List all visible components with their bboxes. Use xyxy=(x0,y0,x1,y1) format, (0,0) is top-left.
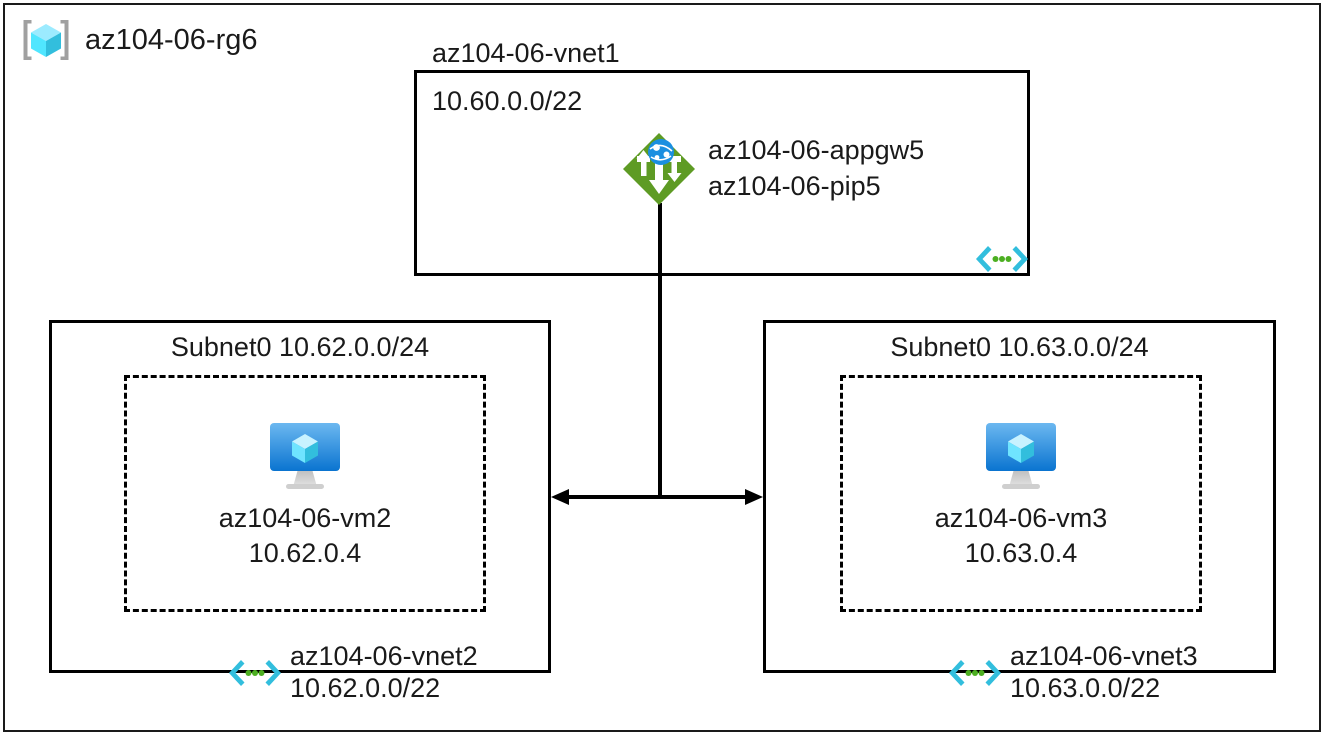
spoke-vnet3-cidr: 10.63.0.0/22 xyxy=(1010,672,1161,703)
virtual-machine-vm3[interactable]: az104-06-vm3 10.63.0.4 xyxy=(840,415,1202,570)
virtual-machine-icon xyxy=(270,423,340,489)
vm3-name: az104-06-vm3 xyxy=(934,503,1108,533)
peering-bidirectional-arrow xyxy=(551,489,763,505)
resource-group-header: az104-06-rg6 xyxy=(19,16,258,64)
vm3-ip: 10.63.0.4 xyxy=(964,537,1078,568)
spoke-vnet2-badge: az104-06-vnet2 10.62.0.0/22 xyxy=(290,641,478,705)
spoke-vnet3-name: az104-06-vnet3 xyxy=(1010,641,1198,671)
application-gateway-icon xyxy=(623,133,695,205)
spoke-vnet2-subnet-title: Subnet0 10.62.0.0/24 xyxy=(170,332,430,362)
application-gateway-labels: az104-06-appgw5 az104-06-pip5 xyxy=(708,134,924,204)
vm2-name: az104-06-vm2 xyxy=(218,503,392,533)
spoke-vnet2-cidr: 10.62.0.0/22 xyxy=(290,672,441,703)
spoke-vnet2-subnet-boundary xyxy=(124,375,486,612)
vnet-peering-icon xyxy=(976,246,1028,272)
resource-group-name: az104-06-rg6 xyxy=(85,23,258,56)
spoke-vnet3-box xyxy=(763,320,1276,673)
virtual-machine-vm2[interactable]: az104-06-vm2 10.62.0.4 xyxy=(124,415,486,570)
application-gateway-group[interactable]: az104-06-appgw5 az104-06-pip5 xyxy=(620,130,924,208)
hub-vnet-cidr: 10.60.0.0/22 xyxy=(432,86,583,116)
vnet-peering-icon xyxy=(949,660,1001,686)
appgw-name: az104-06-appgw5 xyxy=(708,135,925,166)
spoke-vnet3-subnet-title: Subnet0 10.63.0.0/24 xyxy=(890,332,1149,362)
vm2-ip: 10.62.0.4 xyxy=(248,537,362,568)
spoke-vnet3-badge: az104-06-vnet3 10.63.0.0/22 xyxy=(1010,641,1198,705)
vnet-peering-icon xyxy=(229,660,281,686)
resource-group-cube-icon xyxy=(23,20,69,60)
virtual-machine-icon xyxy=(986,423,1056,489)
spoke-vnet2-name: az104-06-vnet2 xyxy=(290,641,478,671)
spoke-vnet3-subnet-boundary xyxy=(840,375,1202,612)
hub-vnet-box xyxy=(414,70,1030,276)
hub-vnet-name: az104-06-vnet1 xyxy=(432,38,620,68)
public-ip-name: az104-06-pip5 xyxy=(708,171,881,201)
spoke-vnet2-box xyxy=(49,320,551,673)
hub-downlink-line xyxy=(658,203,662,499)
